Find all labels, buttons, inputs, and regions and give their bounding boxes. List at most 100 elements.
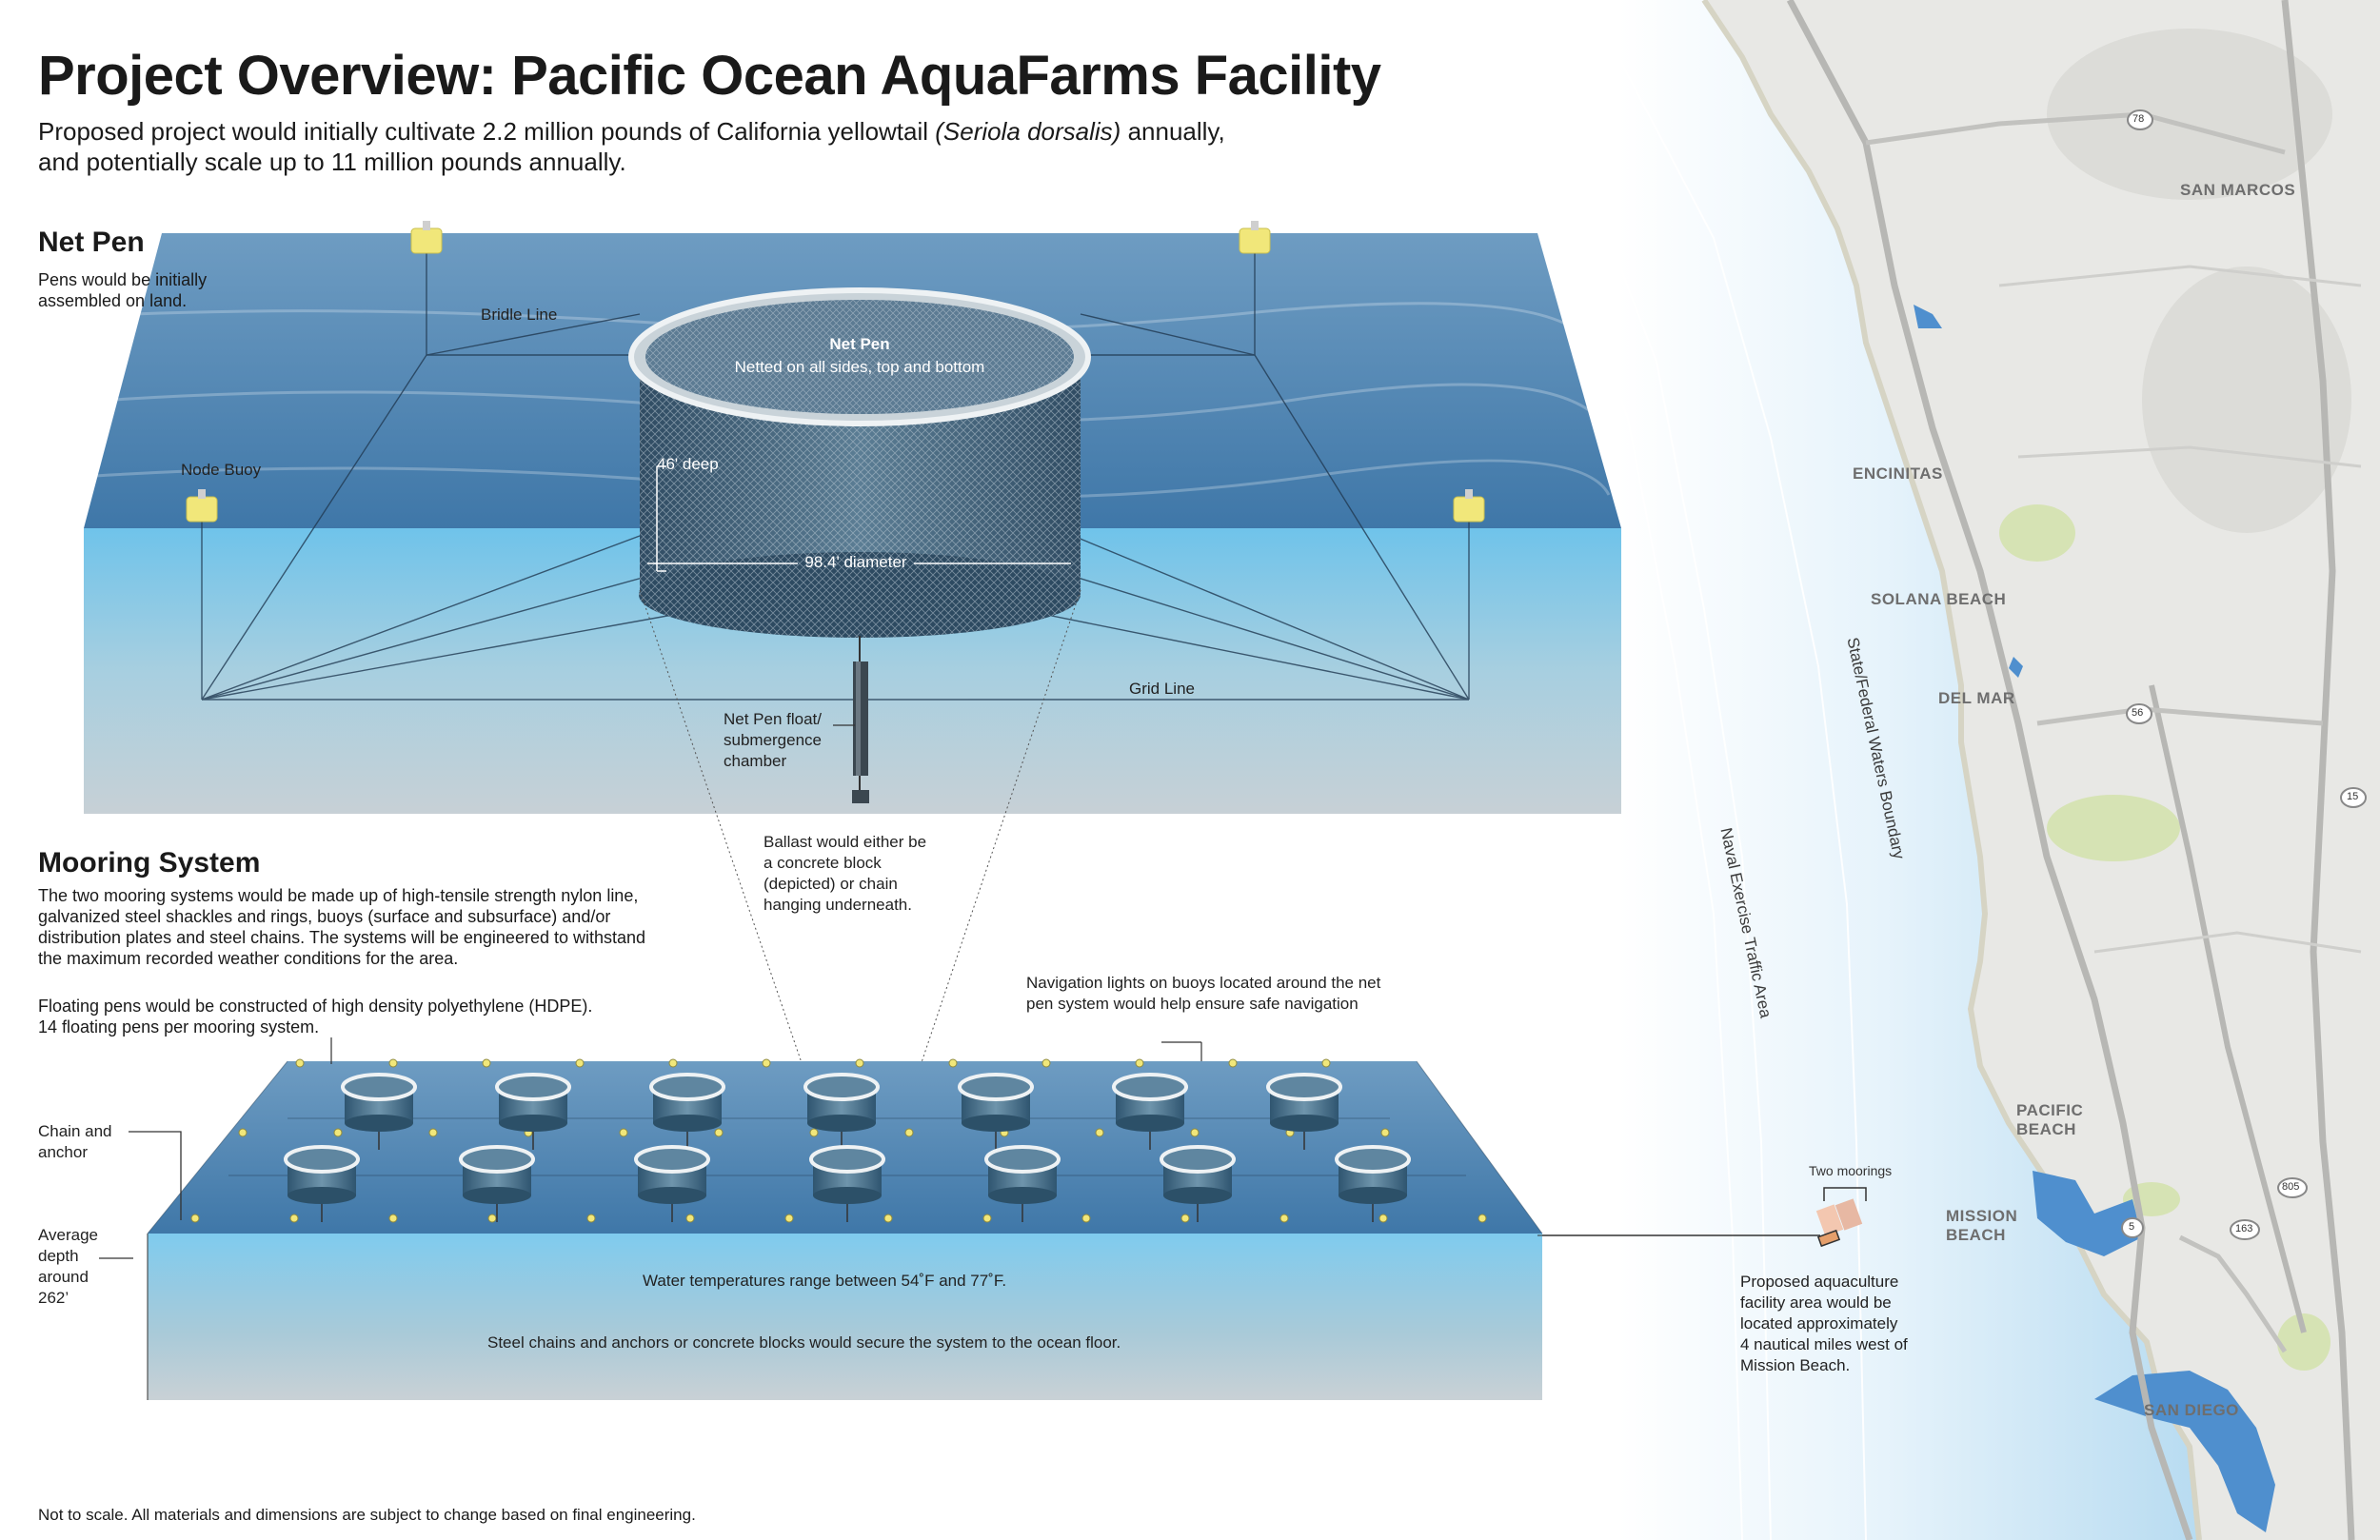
facility-line4: 4 nautical miles west of [1740, 1335, 1908, 1353]
mooring-buoy [855, 1058, 864, 1068]
depth-line2: depth [38, 1247, 79, 1265]
mooring-buoy [388, 1058, 398, 1068]
ballast-line4: hanging underneath. [764, 896, 912, 914]
mooring-buoy [190, 1214, 200, 1223]
mooring-buoy [586, 1214, 596, 1223]
mooring-para-line1: The two mooring systems would be made up… [38, 886, 639, 905]
mooring-buoy [289, 1214, 299, 1223]
page-title: Project Overview: Pacific Ocean AquaFarm… [38, 45, 1381, 107]
mooring-buoy [904, 1128, 914, 1137]
facility-line5: Mission Beach. [1740, 1356, 1851, 1374]
small-pens [284, 1073, 1411, 1222]
nav-line1: Navigation lights on buoys located aroun… [1026, 974, 1381, 992]
mooring-buoy [1095, 1128, 1104, 1137]
floating-pen [1160, 1145, 1236, 1222]
chain-anchor-label: Chain and anchor [38, 1121, 112, 1163]
mooring-buoys [190, 1058, 1487, 1223]
map-label-san-marcos: SAN MARCOS [2180, 181, 2296, 199]
mooring-buoy [762, 1058, 771, 1068]
mooring-buoy [948, 1058, 958, 1068]
mooring-para-line3: distribution plates and steel chains. Th… [38, 928, 646, 947]
floating-pen [1335, 1145, 1411, 1222]
mooring-buoy [295, 1058, 305, 1068]
freeway-5 [1786, 0, 2193, 1540]
net-pen-cylinder [628, 287, 1091, 638]
subtitle-line1-start: Proposed project would initially cultiva… [38, 117, 936, 146]
naval-area-line-1 [1560, 113, 1772, 1540]
mooring-para-line4: the maximum recorded weather conditions … [38, 949, 459, 968]
floating-pen [284, 1145, 360, 1222]
state-federal-boundary [1617, 56, 1867, 1540]
depth-line1: Average [38, 1226, 99, 1244]
map-label-san-diego: SAN DIEGO [2144, 1401, 2239, 1419]
subtitle: Proposed project would initially cultiva… [38, 116, 1333, 177]
mooring-buoy [1135, 1058, 1144, 1068]
coastline-map [1536, 0, 2380, 1540]
hdpe-line2: 14 floating pens per mooring system. [38, 1017, 320, 1037]
map-label-mission: MISSION [1946, 1207, 2018, 1225]
net-pen-desc-label: Netted on all sides, top and bottom [734, 358, 985, 376]
node-buoys [186, 221, 1485, 523]
float-line3: chamber [724, 752, 787, 770]
map-label-mission-beach: BEACH [1946, 1226, 2006, 1244]
mooring-buoy [809, 1128, 819, 1137]
map-label-del-mar: DEL MAR [1938, 689, 2015, 707]
subtitle-line2: and potentially scale up to 11 million p… [38, 148, 626, 176]
depth-line4: 262’ [38, 1289, 69, 1307]
freeway-15 [2281, 0, 2355, 1540]
mooring-para-line2: galvanized steel shackles and rings, buo… [38, 907, 611, 926]
footnote: Not to scale. All materials and dimensio… [38, 1506, 696, 1524]
mooring-buoy [428, 1128, 438, 1137]
species-name: (Seriola dorsalis) [935, 117, 1121, 146]
submergence-chamber [852, 661, 869, 803]
node-buoy [1453, 489, 1485, 523]
floating-pen [803, 1073, 880, 1150]
mooring-buoy [1321, 1058, 1331, 1068]
mooring-buoy [487, 1214, 497, 1223]
route-78 [1865, 111, 2286, 155]
ballast-label: Ballast would either be a concrete block… [764, 832, 926, 916]
facility-location-label: Proposed aquaculture facility area would… [1740, 1272, 1908, 1376]
coast-edge [1701, 0, 2202, 1540]
node-buoy [1239, 221, 1271, 254]
nav-line2: pen system would help ensure safe naviga… [1026, 995, 1359, 1013]
mooring-buoy [982, 1214, 992, 1223]
net-pen-heading: Net Pen [38, 227, 145, 258]
mooring-buoy [883, 1214, 893, 1223]
mission-bay [2033, 1171, 2142, 1256]
route-163 [2178, 1234, 2288, 1353]
mooring-buoy [668, 1058, 678, 1068]
net-pen-note-line2: assembled on land. [38, 291, 188, 310]
route-56-label: 56 [2132, 707, 2144, 719]
depth-label: 46' deep [657, 455, 719, 473]
route-78-label: 78 [2132, 113, 2145, 125]
mooring-buoy [1478, 1214, 1487, 1223]
float-line1: Net Pen float/ [724, 710, 823, 728]
subtitle-line1-end: annually, [1121, 117, 1225, 146]
node-buoy-label: Node Buoy [181, 461, 262, 479]
route-15-label: 15 [2347, 791, 2359, 802]
chain-bracket [129, 1131, 182, 1220]
floating-pen [649, 1073, 725, 1150]
ballast-line3: (depicted) or chain [764, 875, 898, 893]
diameter-label: 98.4' diameter [804, 553, 907, 571]
mooring-buoy [1190, 1128, 1200, 1137]
node-buoy [410, 221, 443, 254]
mooring-buoy [238, 1128, 248, 1137]
ballast-line1: Ballast would either be [764, 833, 927, 851]
naval-area-line-2 [1541, 189, 1743, 1540]
two-moorings-label: Two moorings [1809, 1163, 1893, 1178]
facility-marker [1815, 1187, 1867, 1248]
mooring-buoy [1081, 1214, 1091, 1223]
floating-pen [495, 1073, 571, 1150]
facility-line3: located approximately [1740, 1314, 1898, 1333]
route-shields [2121, 109, 2367, 1240]
floating-pen [809, 1145, 885, 1222]
net-pen-note-line1: Pens would be initially [38, 270, 208, 289]
mooring-buoy [1228, 1058, 1238, 1068]
mooring-buoy [1279, 1214, 1289, 1223]
facility-line2: facility area would be [1740, 1293, 1892, 1312]
map-label-solana-beach: SOLANA BEACH [1871, 590, 2007, 608]
facility-line1: Proposed aquaculture [1740, 1273, 1899, 1291]
